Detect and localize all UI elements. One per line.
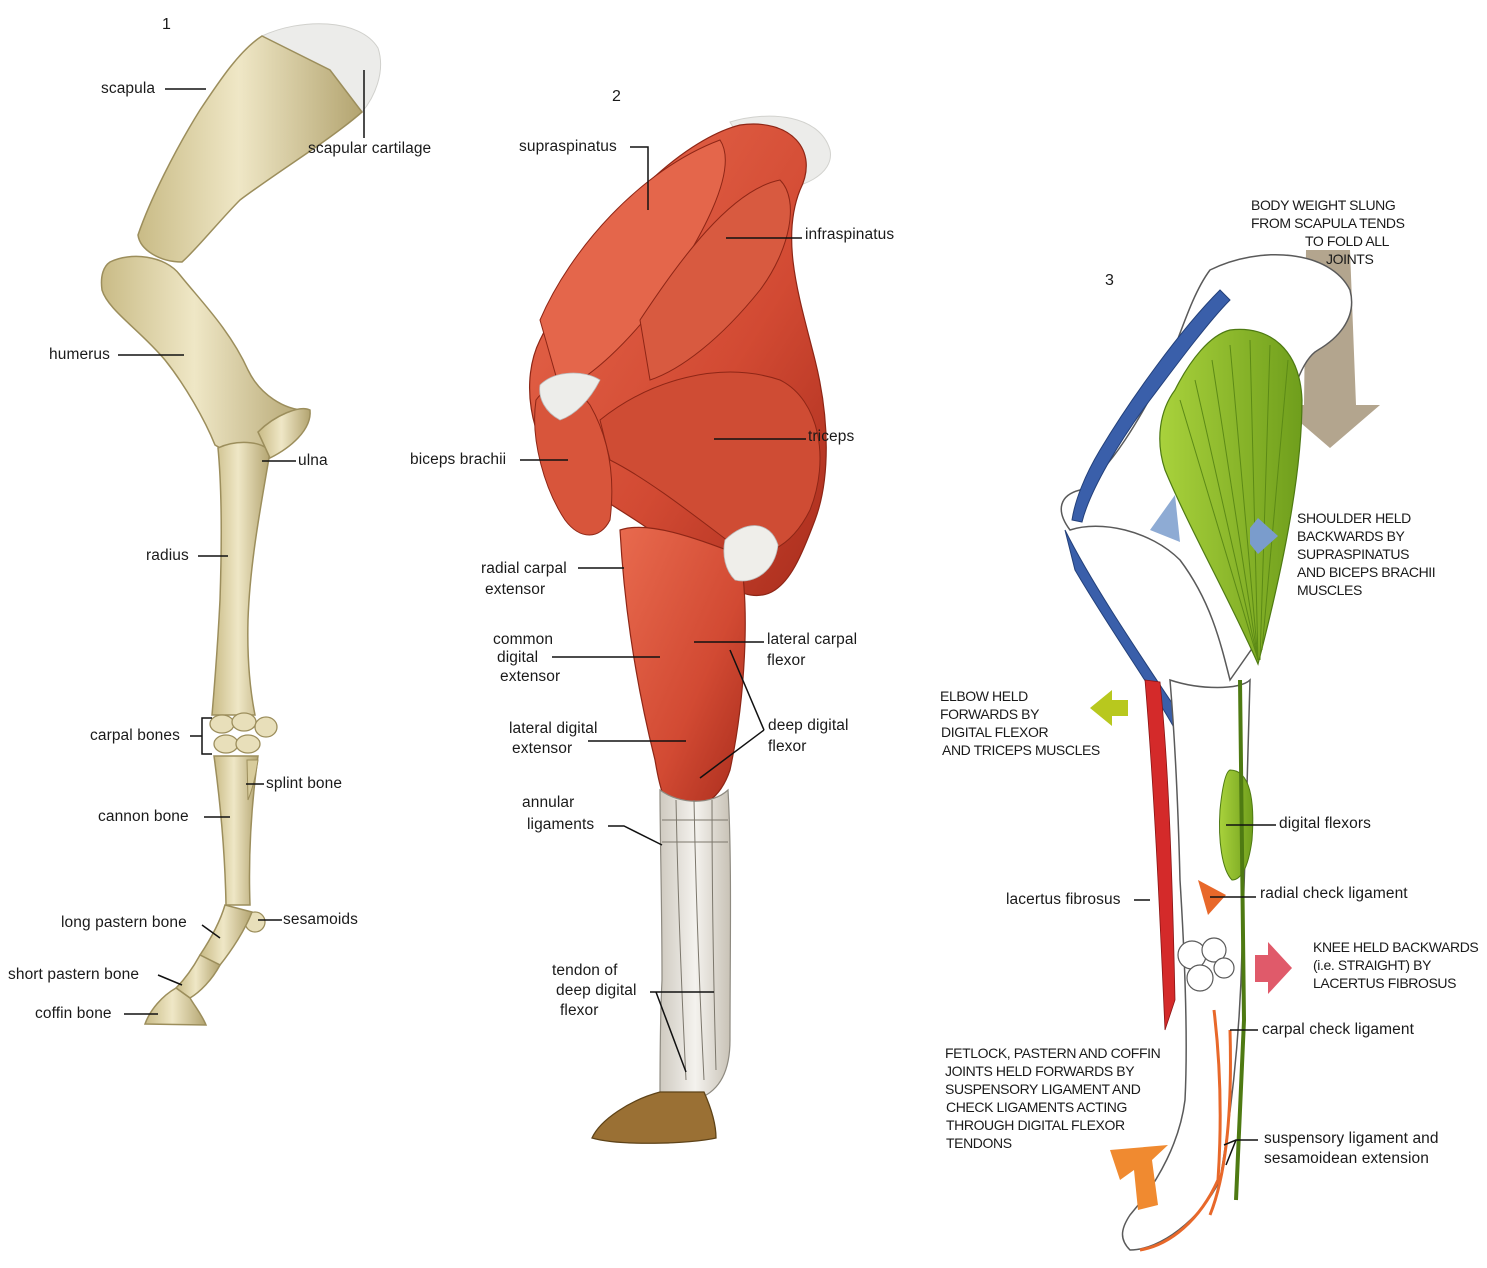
label-tendon-2: deep digital bbox=[556, 981, 637, 1001]
note-shoulder-5: MUSCLES bbox=[1297, 581, 1362, 599]
note-knee-1: KNEE HELD BACKWARDS bbox=[1313, 938, 1478, 956]
note-body-weight-4: JOINTS bbox=[1326, 250, 1373, 268]
figure-3-number: 3 bbox=[1105, 272, 1114, 290]
label-digital-flexors: digital flexors bbox=[1279, 814, 1371, 834]
label-suspensory-1: suspensory ligament and bbox=[1264, 1129, 1439, 1149]
label-lateral-digital-1: lateral digital bbox=[509, 719, 598, 739]
figure-2-number: 2 bbox=[612, 88, 621, 106]
short-pastern bbox=[176, 955, 220, 998]
note-body-weight-3: TO FOLD ALL bbox=[1305, 232, 1389, 250]
label-lateral-carpal-2: flexor bbox=[767, 651, 806, 671]
label-infraspinatus: infraspinatus bbox=[805, 225, 894, 245]
note-fetlock-3: SUSPENSORY LIGAMENT AND bbox=[945, 1080, 1140, 1098]
label-long-pastern-bone: long pastern bone bbox=[61, 913, 187, 933]
note-fetlock-2: JOINTS HELD FORWARDS BY bbox=[945, 1062, 1134, 1080]
elbow-arrow bbox=[1090, 690, 1128, 726]
note-knee-2: (i.e. STRAIGHT) BY bbox=[1313, 956, 1431, 974]
label-deep-digital-2: flexor bbox=[768, 737, 807, 757]
note-shoulder-4: AND BICEPS BRACHII bbox=[1297, 563, 1435, 581]
label-deep-digital-1: deep digital bbox=[768, 716, 849, 736]
label-splint-bone: splint bone bbox=[266, 774, 342, 794]
note-elbow-4: AND TRICEPS MUSCLES bbox=[942, 741, 1100, 759]
lacertus-red bbox=[1145, 680, 1175, 1030]
triceps-muscle bbox=[600, 372, 820, 553]
label-common-digital-3: extensor bbox=[500, 667, 560, 687]
label-triceps: triceps bbox=[808, 427, 854, 447]
note-body-weight-2: FROM SCAPULA TENDS bbox=[1251, 214, 1405, 232]
label-coffin-bone: coffin bone bbox=[35, 1004, 112, 1024]
label-tendon-1: tendon of bbox=[552, 961, 618, 981]
label-annular-2: ligaments bbox=[527, 815, 594, 835]
label-radial-carpal-2: extensor bbox=[485, 580, 545, 600]
long-pastern bbox=[200, 905, 252, 965]
label-lacertus-fibrosus: lacertus fibrosus bbox=[1006, 890, 1121, 910]
forearm-muscles bbox=[620, 527, 745, 810]
label-lateral-carpal-1: lateral carpal bbox=[767, 630, 857, 650]
label-radial-check-ligament: radial check ligament bbox=[1260, 884, 1408, 904]
label-lateral-digital-2: extensor bbox=[512, 739, 572, 759]
label-ulna: ulna bbox=[298, 451, 328, 471]
note-fetlock-5: THROUGH DIGITAL FLEXOR bbox=[946, 1116, 1125, 1134]
label-carpal-bones: carpal bones bbox=[90, 726, 180, 746]
figure-1-number: 1 bbox=[162, 16, 171, 34]
label-annular-1: annular bbox=[522, 793, 574, 813]
skeleton-figure bbox=[101, 24, 380, 1025]
note-fetlock-4: CHECK LIGAMENTS ACTING bbox=[946, 1098, 1127, 1116]
note-shoulder-1: SHOULDER HELD bbox=[1297, 509, 1411, 527]
note-elbow-1: ELBOW HELD bbox=[940, 687, 1028, 705]
label-short-pastern-bone: short pastern bone bbox=[8, 965, 139, 985]
label-scapular-cartilage: scapular cartilage bbox=[308, 139, 431, 159]
label-biceps-brachii: biceps brachii bbox=[410, 450, 506, 470]
note-fetlock-1: FETLOCK, PASTERN AND COFFIN bbox=[945, 1044, 1160, 1062]
label-radial-carpal-1: radial carpal bbox=[481, 559, 567, 579]
knee-arrow bbox=[1255, 942, 1292, 994]
note-shoulder-3: SUPRASPINATUS bbox=[1297, 545, 1409, 563]
note-fetlock-6: TENDONS bbox=[946, 1134, 1012, 1152]
carpal-bones-group bbox=[210, 713, 277, 753]
hoof-shape bbox=[592, 1092, 716, 1143]
label-scapula: scapula bbox=[101, 79, 155, 99]
note-knee-3: LACERTUS FIBROSUS bbox=[1313, 974, 1456, 992]
label-carpal-check-ligament: carpal check ligament bbox=[1262, 1020, 1414, 1040]
label-suspensory-2: sesamoidean extension bbox=[1264, 1149, 1429, 1169]
label-common-digital-1: common bbox=[493, 630, 553, 650]
label-cannon-bone: cannon bone bbox=[98, 807, 189, 827]
label-supraspinatus: supraspinatus bbox=[519, 137, 617, 157]
radius-ulna-bone bbox=[212, 442, 270, 715]
label-radius: radius bbox=[146, 546, 189, 566]
label-sesamoids: sesamoids bbox=[283, 910, 358, 930]
label-common-digital-2: digital bbox=[497, 648, 538, 668]
label-tendon-3: flexor bbox=[560, 1001, 599, 1021]
label-humerus: humerus bbox=[49, 345, 110, 365]
note-body-weight-1: BODY WEIGHT SLUNG bbox=[1251, 196, 1395, 214]
note-shoulder-2: BACKWARDS BY bbox=[1297, 527, 1404, 545]
note-elbow-2: FORWARDS BY bbox=[940, 705, 1039, 723]
note-elbow-3: DIGITAL FLEXOR bbox=[941, 723, 1048, 741]
